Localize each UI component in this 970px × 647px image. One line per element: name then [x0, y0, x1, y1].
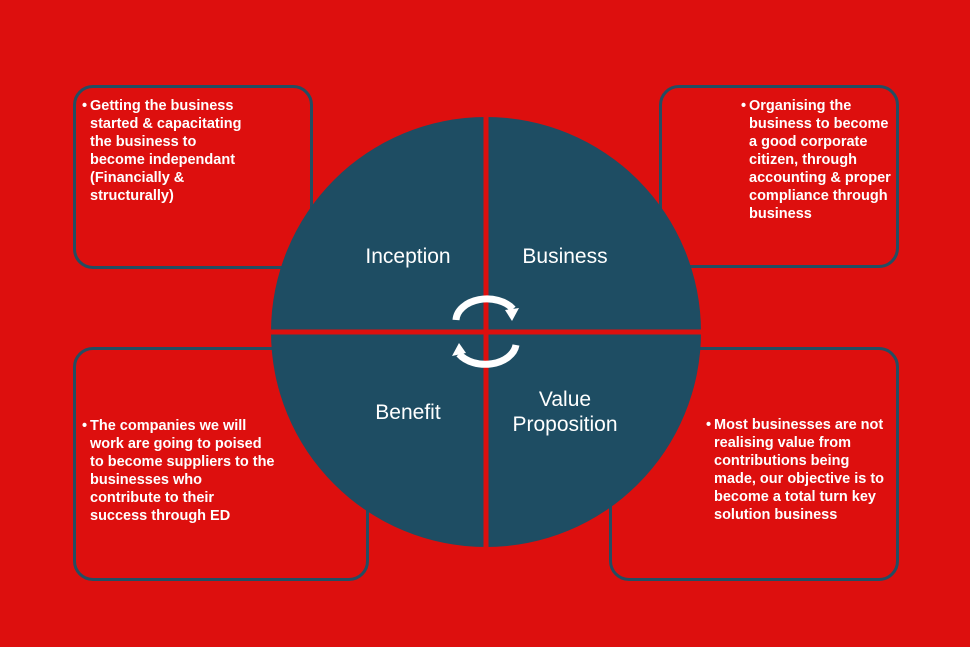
box-top-left: [73, 85, 313, 269]
quadrant-inception: Inception: [365, 245, 451, 268]
box-bottom-right-text: • Most businesses are not realising valu…: [706, 416, 892, 524]
box-top-right: [659, 85, 899, 268]
top-right-description: Organising the business to become a good…: [749, 98, 891, 222]
horizontal-divider: [265, 329, 707, 335]
bullet: •: [82, 418, 88, 434]
bullet: •: [741, 98, 747, 114]
quadrant-business: Business: [522, 245, 608, 268]
top-left-description: Getting the business started & capacitat…: [90, 98, 242, 204]
quadrant-value-proposition: Value Proposition: [512, 388, 618, 436]
bullet: •: [82, 98, 88, 114]
box-bottom-left-text: • The companies we will work are going t…: [82, 417, 275, 525]
bullet: •: [706, 417, 712, 433]
box-top-left-text: • Getting the business started & capacit…: [82, 97, 250, 205]
bottom-right-description: Most businesses are not realising value …: [714, 417, 885, 523]
quadrant-benefit: Benefit: [375, 401, 441, 424]
bottom-left-description: The companies we will work are going to …: [90, 418, 275, 524]
box-top-right-text: • Organising the business to become a go…: [741, 97, 894, 223]
cycle-arrows-icon: [452, 295, 520, 368]
